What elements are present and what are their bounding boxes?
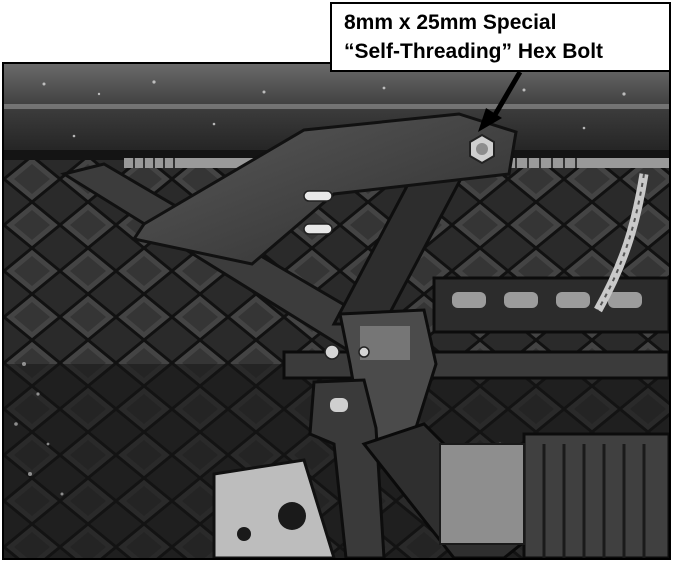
vehicle-underside-photo: [2, 62, 671, 560]
beam-specks: [42, 80, 626, 138]
callout-label-box: 8mm x 25mm Special “Self-Threading” Hex …: [330, 2, 671, 72]
left-dust-specks: [14, 362, 64, 496]
callout-line-2: “Self-Threading” Hex Bolt: [344, 40, 604, 63]
hex-bolt: [469, 133, 495, 165]
rail-slots: [452, 292, 642, 308]
lower-crossbar: [282, 350, 669, 380]
front-bracket-hole-1: [278, 502, 306, 530]
beam-edge: [4, 104, 669, 109]
mount-plate-hole: [330, 398, 348, 412]
winch-fins: [542, 444, 646, 558]
winch-end-cap: [439, 443, 525, 545]
mounting-plate-bracket: [131, 112, 518, 266]
plate-slot-upper: [303, 190, 333, 202]
front-bracket-hole-2: [237, 527, 251, 541]
plate-slot-lower: [303, 223, 333, 235]
callout-line-1: 8mm x 25mm Special: [344, 11, 557, 34]
bracket-assembly-photo-illustration: [4, 64, 669, 558]
winch-housing: [522, 432, 669, 558]
vertical-mount-plate: [308, 378, 386, 558]
gear-teeth: [133, 158, 577, 168]
